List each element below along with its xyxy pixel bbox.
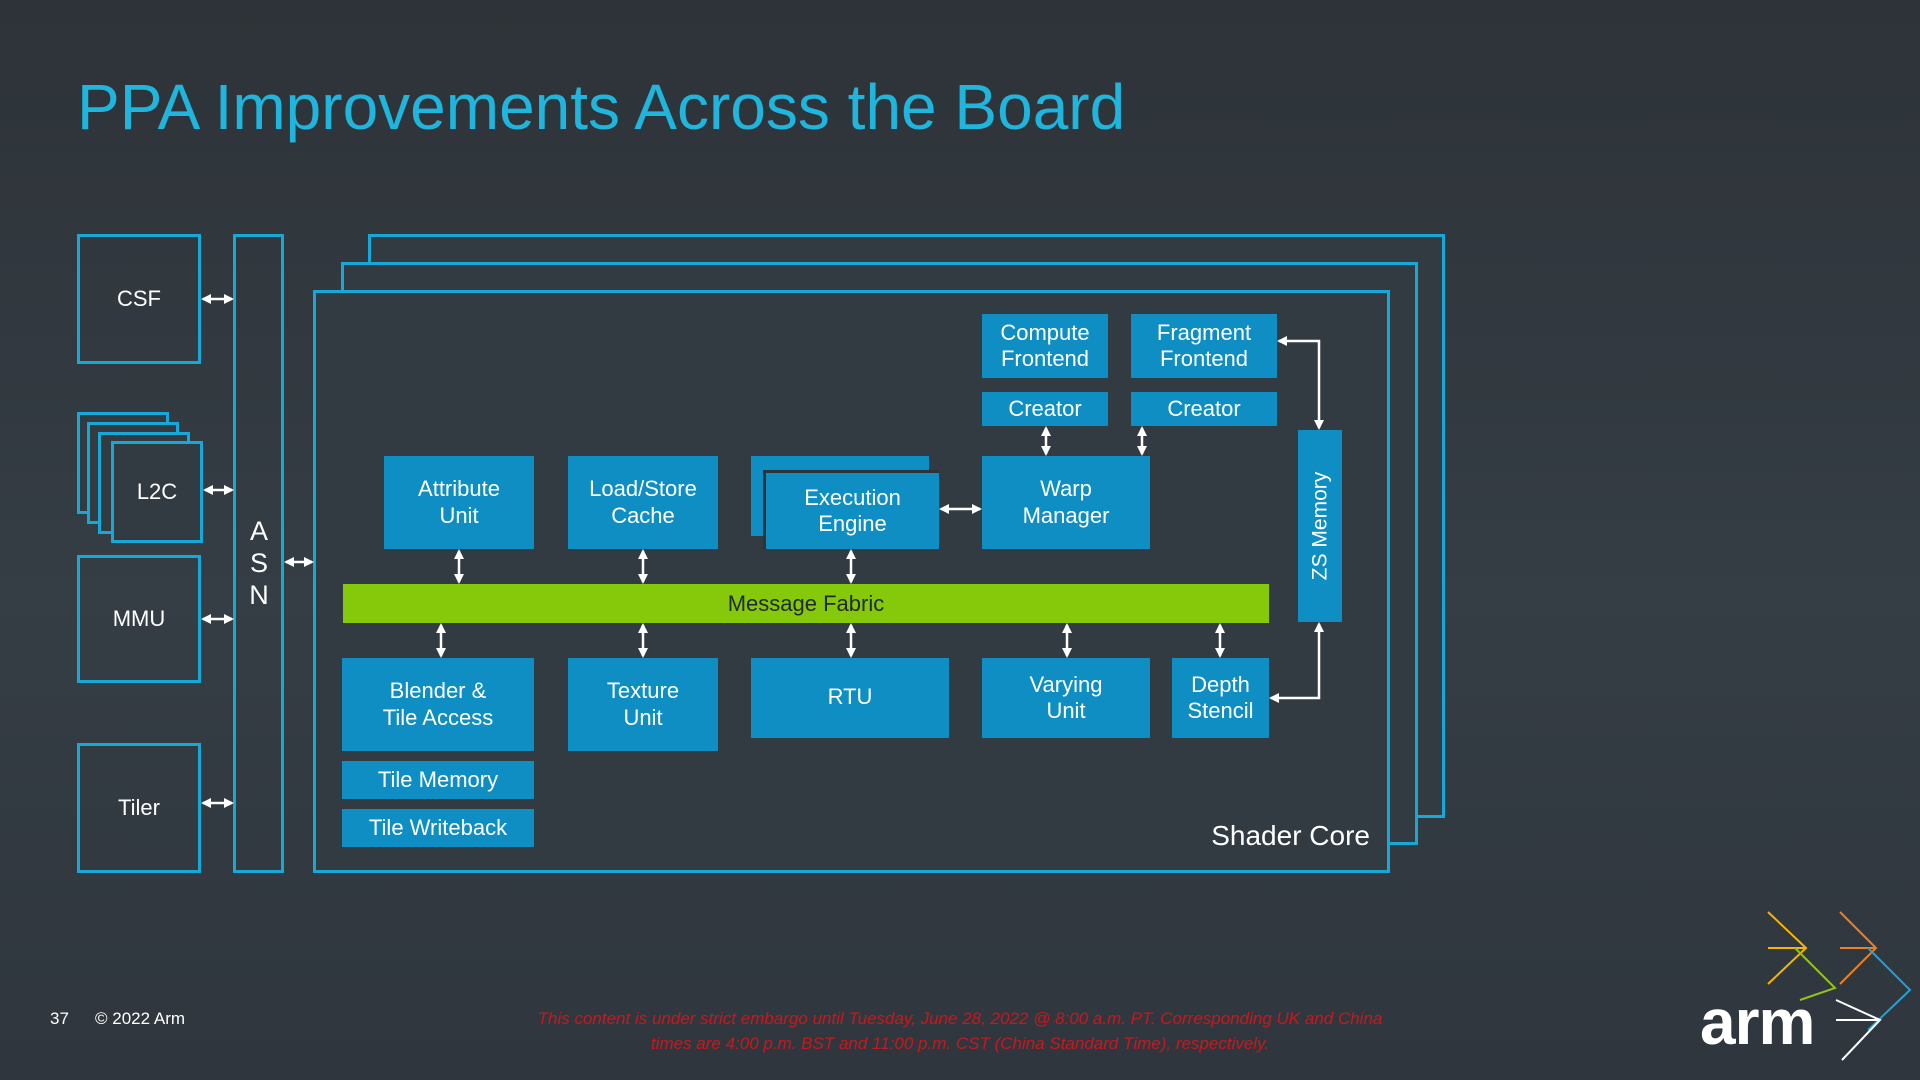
asn-label: A S N	[234, 515, 284, 611]
embargo-notice: This content is under strict embargo unt…	[500, 1006, 1420, 1056]
asn-letter-n: N	[249, 580, 269, 610]
tiler-box: Tiler	[77, 743, 201, 873]
texture-unit-block: Texture Unit	[568, 658, 718, 751]
depth-stencil-block: Depth Stencil	[1172, 658, 1269, 738]
tile-writeback-block: Tile Writeback	[342, 809, 534, 847]
creator-compute-block: Creator	[982, 392, 1108, 426]
arm-logo-text: arm	[1700, 986, 1815, 1058]
zs-memory-block: ZS Memory	[1298, 430, 1342, 622]
tiler-label: Tiler	[118, 794, 160, 820]
warp-manager-block: Warp Manager	[982, 456, 1150, 549]
l2c-label: L2C	[136, 478, 178, 504]
rtu-block: RTU	[751, 658, 949, 738]
l2c-box: L2C	[111, 441, 203, 543]
page-number: 37	[50, 1009, 69, 1028]
embargo-line-1: This content is under strict embargo unt…	[537, 1009, 1383, 1028]
varying-unit-block: Varying Unit	[982, 658, 1150, 738]
blender-tile-access-block: Blender & Tile Access	[342, 658, 534, 751]
load-store-cache-block: Load/Store Cache	[568, 456, 718, 549]
mmu-box: MMU	[77, 555, 201, 683]
copyright: © 2022 Arm	[95, 1009, 186, 1028]
message-fabric-bar: Message Fabric	[343, 584, 1269, 623]
mmu-label: MMU	[112, 605, 166, 631]
fragment-frontend-block: Fragment Frontend	[1131, 314, 1277, 378]
shader-core-label: Shader Core	[1211, 820, 1370, 851]
attribute-unit-block: Attribute Unit	[384, 456, 534, 549]
arrow-depth-zs	[1269, 622, 1324, 703]
asn-bus	[233, 234, 284, 873]
asn-letter-s: S	[249, 548, 268, 578]
execution-engine-block: Execution Engine	[763, 470, 939, 549]
arrow-fragment-zs	[1277, 336, 1324, 430]
embargo-line-2: times are 4:00 p.m. BST and 11:00 p.m. C…	[650, 1034, 1270, 1053]
csf-box: CSF	[77, 234, 201, 364]
slide-title: PPA Improvements Across the Board	[77, 71, 1126, 143]
creator-fragment-block: Creator	[1131, 392, 1277, 426]
compute-frontend-block: Compute Frontend	[982, 314, 1108, 378]
asn-letter-a: A	[249, 516, 268, 546]
csf-label: CSF	[117, 285, 161, 311]
tile-memory-block: Tile Memory	[342, 761, 534, 799]
